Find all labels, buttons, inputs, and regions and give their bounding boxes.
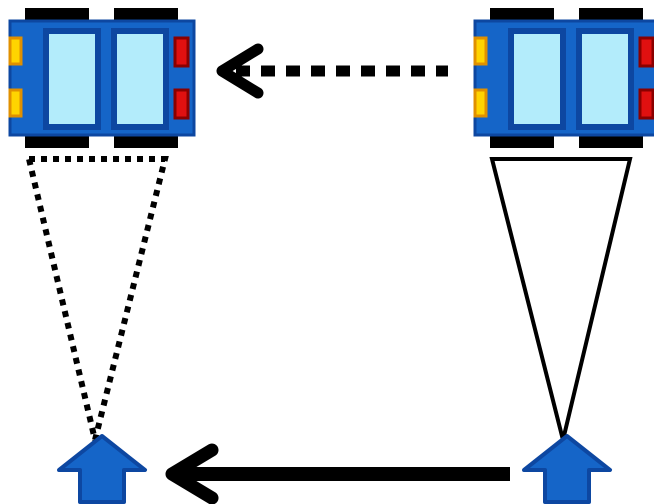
headlight-top [473, 36, 488, 66]
observer-motion-arrow-head [165, 443, 219, 504]
car-left [8, 8, 196, 148]
observer-left [57, 434, 147, 504]
sight-cone-left [25, 156, 169, 441]
observer-right [522, 434, 612, 504]
car-icon [473, 8, 654, 148]
headlight-top [8, 36, 23, 66]
up-arrow-icon [57, 434, 147, 504]
sight-cone-right [489, 157, 633, 441]
taillight-bottom [173, 88, 190, 120]
taillight-top [638, 36, 654, 68]
car-right [473, 8, 654, 148]
headlight-bottom [473, 88, 488, 118]
car-motion-arrow [216, 43, 448, 99]
up-arrow-icon [522, 434, 612, 504]
taillight-bottom [638, 88, 654, 120]
taillight-top [173, 36, 190, 68]
observer-motion-arrow [165, 443, 510, 504]
car-motion-arrow-head [216, 43, 264, 99]
headlight-bottom [8, 88, 23, 118]
car-icon [8, 8, 196, 148]
